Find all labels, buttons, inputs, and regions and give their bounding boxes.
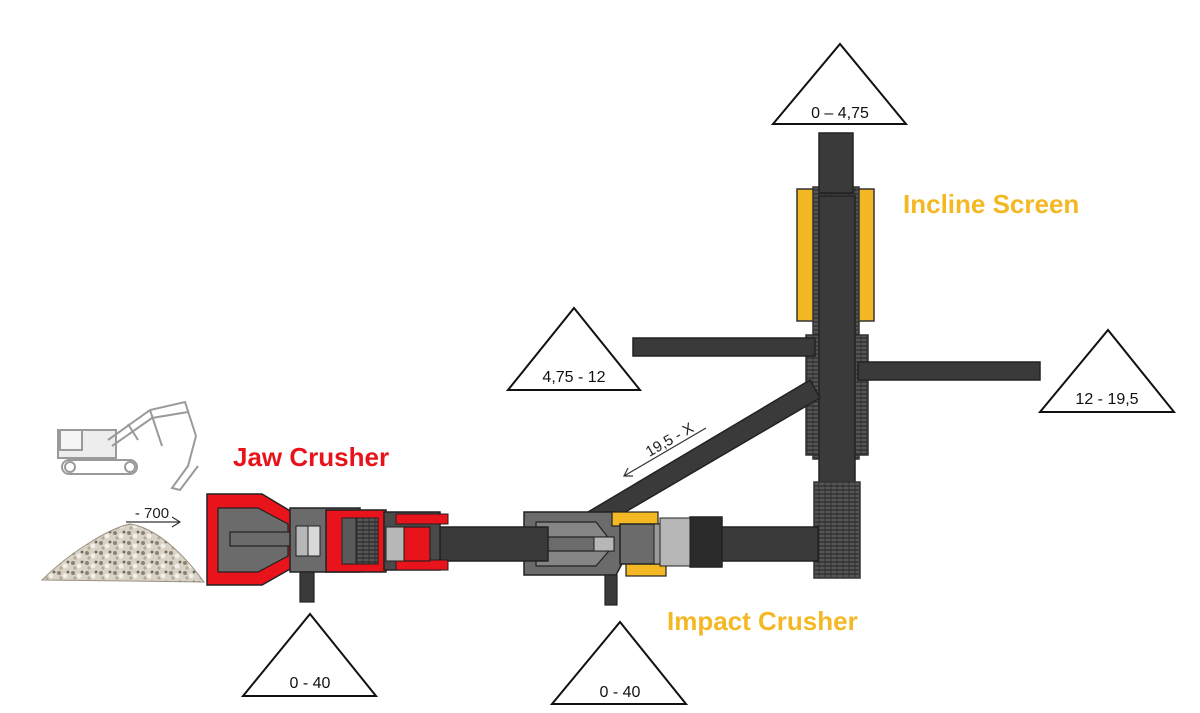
right-side-conveyor: [857, 361, 1041, 381]
left-side-conveyor: [632, 337, 816, 357]
jaw-crusher-title: Jaw Crusher: [233, 442, 389, 472]
size-triangle-screen-top: 0 – 4,75: [770, 42, 909, 125]
jaw-crusher: [206, 493, 449, 603]
jaw-discharge-conveyor: [299, 571, 315, 603]
feed-size-label: - 700: [135, 505, 169, 522]
recirculation-arrow: [623, 427, 707, 477]
size-triangle-screen-right: 12 - 19,5: [1037, 328, 1177, 413]
jaw-grizzly-light-2: [307, 525, 321, 557]
jaw-grizzly-light-1: [295, 525, 309, 557]
impact-crusher: [523, 511, 723, 606]
screen-feed-hopper: [813, 481, 861, 579]
svg-text:12 - 19,5: 12 - 19,5: [1075, 391, 1138, 408]
feed-arrow: [126, 516, 182, 528]
size-triangle-impact-discharge: 0 - 40: [549, 620, 689, 705]
jaw-red-accent-top: [395, 513, 449, 525]
rock-pile-icon: [40, 523, 205, 583]
svg-text:4,75 - 12: 4,75 - 12: [542, 369, 605, 386]
impact-to-screen-conveyor: [717, 526, 819, 562]
impact-discharge-conveyor: [604, 574, 618, 606]
impact-crusher-title: Impact Crusher: [667, 606, 858, 636]
svg-text:0 - 40: 0 - 40: [290, 675, 331, 692]
impact-engine-light: [659, 517, 691, 567]
jaw-engine-red: [403, 526, 431, 562]
excavator-icon: [57, 400, 199, 492]
screen-top-conveyor: [818, 132, 854, 194]
impact-feeder-bar-light: [593, 536, 615, 552]
svg-text:0 - 40: 0 - 40: [600, 684, 641, 701]
size-triangle-screen-left: 4,75 - 12: [505, 306, 643, 391]
impact-engine: [689, 516, 723, 568]
size-triangle-jaw-discharge: 0 - 40: [240, 612, 379, 697]
jaw-flywheel: [355, 517, 379, 565]
svg-text:0 – 4,75: 0 – 4,75: [811, 105, 869, 122]
jaw-to-impact-conveyor: [439, 526, 549, 562]
incline-screen-title: Incline Screen: [903, 189, 1079, 219]
incline-screen: [796, 132, 875, 579]
recirculation-conveyor: [586, 378, 822, 530]
jaw-engine-light: [385, 526, 405, 562]
